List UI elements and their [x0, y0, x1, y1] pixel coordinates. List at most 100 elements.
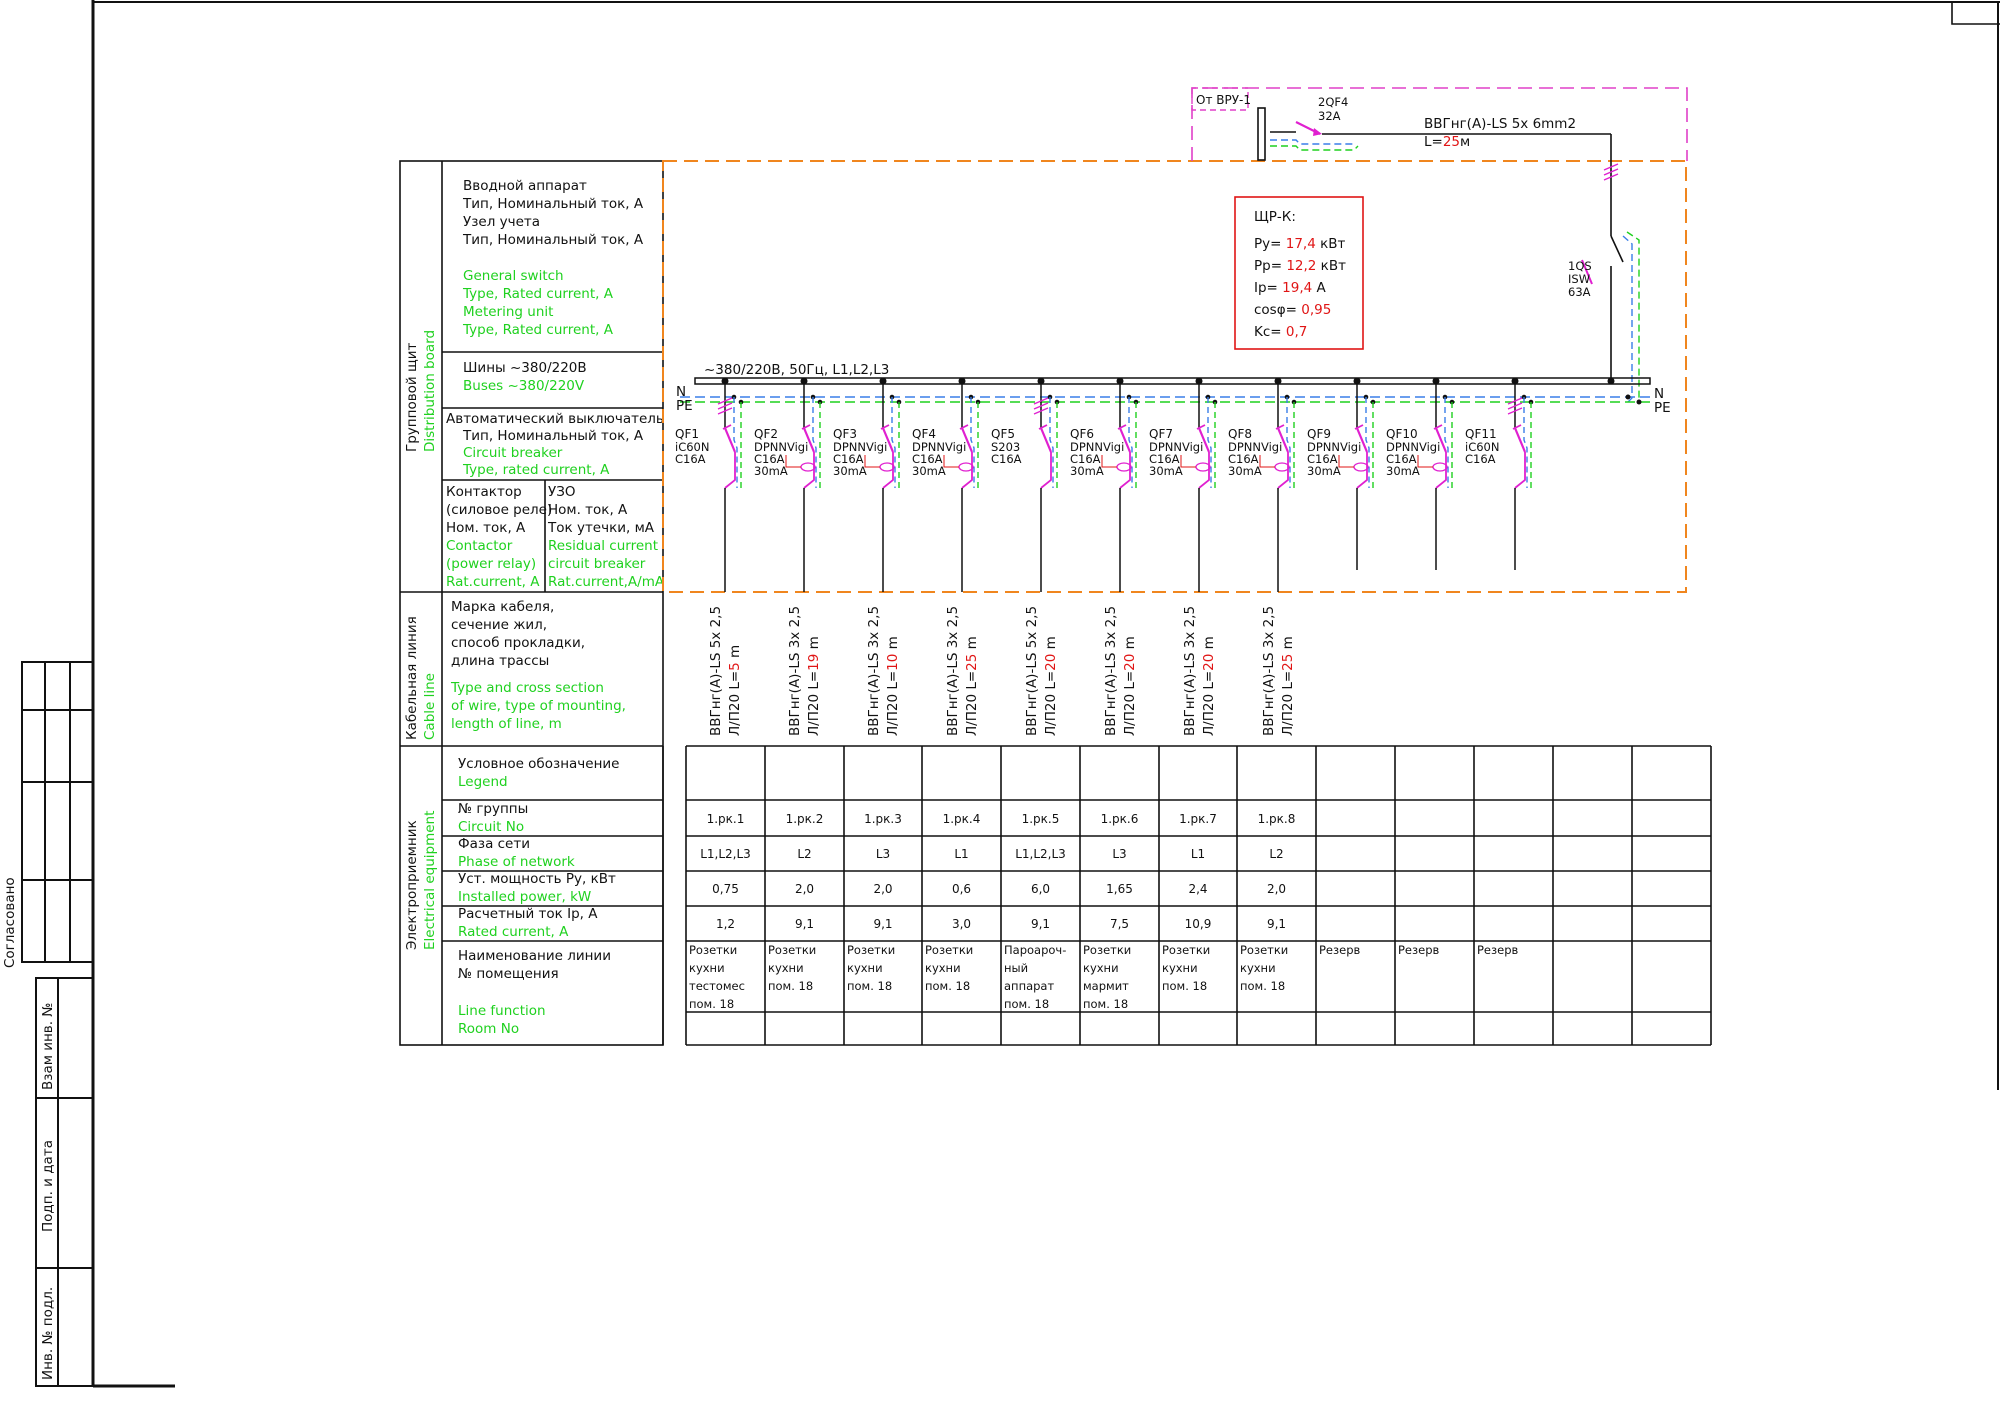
- breaker-spec-0: DPNNVigi: [912, 440, 966, 454]
- cell-line-name-0: Розетки: [1162, 943, 1210, 957]
- hdr-buses-ru: Шины ~380/220В: [463, 360, 587, 376]
- cell-power: 2,0: [1267, 882, 1286, 896]
- cell-line-name-0: Розетки: [1240, 943, 1288, 957]
- cell-line-name-2: тестомес: [689, 979, 745, 993]
- hdr-cable-en-2: length of line, m: [451, 716, 562, 732]
- hdr-line-ru-0: Наименование линии: [458, 948, 611, 964]
- phase-tick: [1507, 397, 1523, 405]
- cable-length-unit: m: [727, 645, 743, 662]
- hdr-buses-en: Buses ~380/220V: [463, 378, 585, 394]
- hdr-breaker-ru-0: Автоматический выключатель: [446, 411, 664, 427]
- cell-line-name-3: пом. 18: [1083, 997, 1128, 1011]
- cell-line-name-3: пом. 18: [1004, 997, 1049, 1011]
- breaker-spec-0: DPNNVigi: [1228, 440, 1282, 454]
- breaker-spec-2: 30mA: [912, 464, 946, 478]
- cell-power: 0,75: [712, 882, 739, 896]
- phase-tick: [717, 402, 733, 410]
- panel-row-value: 17,4: [1286, 236, 1316, 252]
- hdr-contactor-ru-1: (силовое реле): [446, 502, 552, 518]
- phase-tick: [1033, 407, 1049, 415]
- neutral-conductor: [1365, 397, 1370, 488]
- switch-type: ISW: [1568, 272, 1590, 286]
- breaker-contact: [1433, 424, 1443, 430]
- section-cable-ru: Кабельная линия: [404, 616, 420, 740]
- hdr-contactor-ru-2: Ном. ток, А: [446, 520, 526, 536]
- hdr-contactor-en-1: (power relay): [446, 556, 536, 572]
- breaker-spec-1: C16A: [1307, 452, 1338, 466]
- cell-current: 9,1: [1031, 917, 1050, 931]
- panel-row-value: 0,7: [1286, 324, 1307, 340]
- hdr-cable-ru-2: способ прокладки,: [451, 635, 585, 651]
- breaker-contact: [722, 424, 732, 430]
- breaker-id: QF4: [912, 427, 936, 441]
- phase-tick: [1033, 402, 1049, 410]
- rcd-toroid: [879, 462, 895, 472]
- panel-row-label: Iр=: [1254, 280, 1282, 296]
- rcd-toroid: [1116, 462, 1132, 472]
- cable-mount: Л/П20 L=: [727, 671, 743, 736]
- rcd-trip-link: [1338, 455, 1354, 468]
- cable-type: ВВГнг(А)-LS 5х 2,5: [708, 606, 724, 736]
- breaker-spec-1: C16A: [1070, 452, 1101, 466]
- panel-row-1: Pр= 12,2 кВт: [1254, 258, 1346, 274]
- breaker-blade: [1434, 427, 1448, 453]
- breaker-blade: [881, 427, 895, 453]
- breaker-spec-0: DPNNVigi: [1307, 440, 1361, 454]
- breaker-blade: [1039, 427, 1053, 453]
- cell-current: 10,9: [1185, 917, 1212, 931]
- cable-type: ВВГнг(А)-LS 5х 2,5: [1024, 606, 1040, 736]
- cell-line-name-2: мармит: [1083, 979, 1129, 993]
- panel-row-label: cosφ=: [1254, 302, 1301, 318]
- cell-line-name-0: Резерв: [1398, 943, 1440, 957]
- bus-tap: [1274, 377, 1282, 385]
- bus-tap: [958, 377, 966, 385]
- breaker-spec-1: C16A: [1386, 452, 1417, 466]
- breaker-blade: [1276, 427, 1290, 453]
- breaker-id: QF10: [1386, 427, 1418, 441]
- cell-line-name-1: ный: [1004, 961, 1028, 975]
- breaker-spec-1: C16A: [675, 452, 706, 466]
- side-stamp: [21, 661, 94, 1387]
- neutral-conductor: [733, 397, 738, 488]
- cell-power: 2,0: [873, 882, 892, 896]
- cable-type: ВВГнг(А)-LS 3х 2,5: [1182, 606, 1198, 736]
- breaker-out: [1198, 452, 1210, 489]
- section-board-en: Distribution board: [422, 330, 438, 452]
- breaker-spec-0: S203: [991, 440, 1020, 454]
- main-switch: 1QS ISW 63A: [1568, 160, 1640, 403]
- hdr-power-en: Installed power, kW: [458, 889, 591, 905]
- breaker-spec-0: DPNNVigi: [754, 440, 808, 454]
- rcd-trip-link: [1180, 455, 1196, 468]
- cable-mount-length: Л/П20 L=19 m: [806, 636, 822, 736]
- bus-label: ~380/220В, 50Гц, L1,L2,L3: [704, 362, 889, 378]
- hdr-legend-ru: Условное обозначение: [458, 756, 620, 772]
- input-length-value: 25: [1443, 134, 1460, 150]
- panel-row-label: Pу=: [1254, 236, 1286, 252]
- section-equip-ru: Электроприемник: [404, 820, 420, 950]
- cable-mount-length: Л/П20 L=20 m: [1201, 636, 1217, 736]
- cable-length: 19: [806, 654, 822, 671]
- header-table: [399, 160, 664, 1046]
- panel-row-unit: кВт: [1316, 236, 1346, 252]
- hdr-breaker-ru-1: Тип, Номинальный ток, А: [462, 428, 644, 444]
- input-source: От ВРУ-1: [1196, 93, 1251, 107]
- cable-mount-length: Л/П20 L=25 m: [964, 636, 980, 736]
- cell-line-name-1: кухни: [1083, 961, 1119, 975]
- breaker-blade: [960, 427, 974, 453]
- breaker-spec-0: DPNNVigi: [833, 440, 887, 454]
- cell-line-name-0: Резерв: [1319, 943, 1361, 957]
- bus-tap: [1195, 377, 1203, 385]
- breaker-contact: [959, 424, 969, 430]
- hdr-general-ru-1: Тип, Номинальный ток, А: [462, 196, 644, 212]
- cable-mount-length: Л/П20 L=5 m: [727, 645, 743, 736]
- neutral-conductor: [1049, 397, 1054, 488]
- hdr-cable-ru-3: длина трассы: [451, 653, 549, 669]
- cable-mount: Л/П20 L=: [885, 671, 901, 736]
- phase-tick: [1507, 402, 1523, 410]
- cell-current: 1,2: [716, 917, 735, 931]
- cell-phase: L1,L2,L3: [700, 847, 751, 861]
